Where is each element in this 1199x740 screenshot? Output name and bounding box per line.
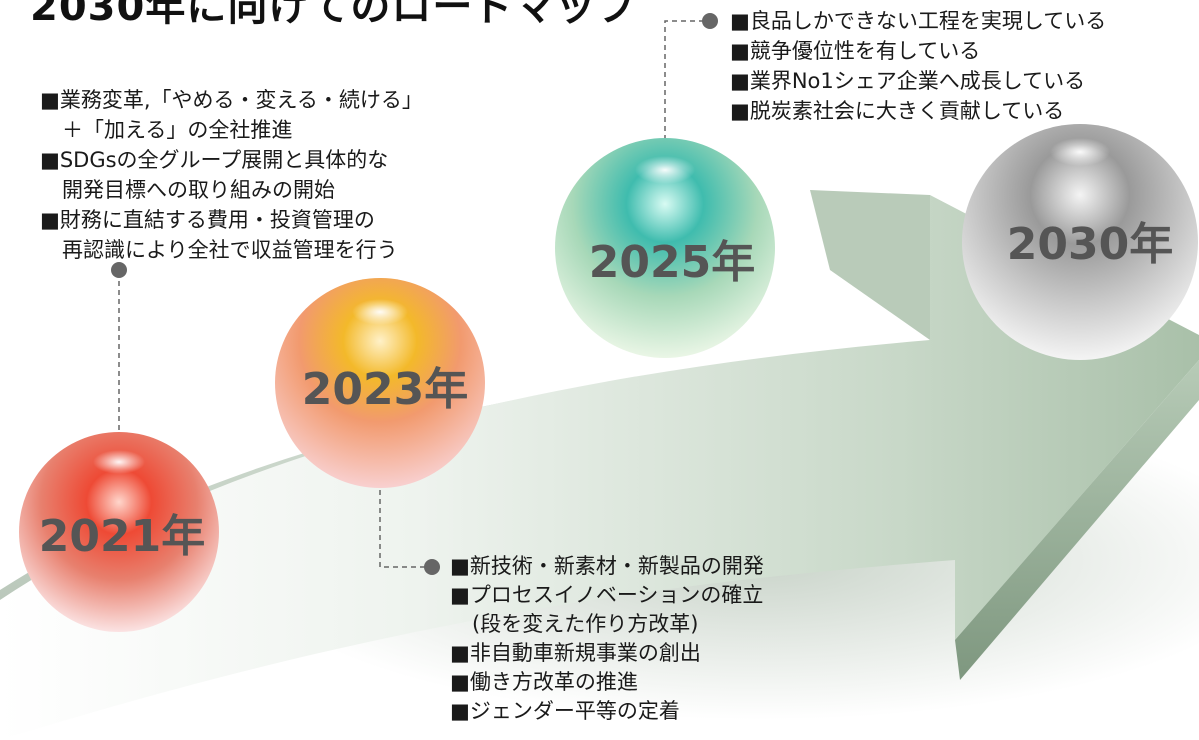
- sphere-2025: [555, 138, 775, 358]
- connector-2025: [664, 13, 718, 140]
- year-label-2021: 2021年: [38, 511, 206, 562]
- connector-2023: [379, 490, 440, 575]
- milestone-2021-items: ■業務変革,「やめる・変える・続ける」 ＋「加える」の全社推進 ■SDGsの全グ…: [40, 85, 423, 265]
- sphere-2023: [275, 278, 485, 488]
- milestone-item: ■働き方改革の推進: [450, 670, 638, 694]
- milestone-item: ■財務に直結する費用・投資管理の: [40, 208, 375, 232]
- milestone-item: 再認識により全社で収益管理を行う: [62, 238, 398, 262]
- milestone-item: ■良品しかできない工程を実現している: [730, 9, 1107, 33]
- milestone-item: ■業界No1シェア企業へ成長している: [730, 69, 1086, 93]
- year-label-2025: 2025年: [588, 237, 756, 288]
- milestone-item: (段を変えた作り方改革): [472, 612, 699, 636]
- milestone-item: ■SDGsの全グループ展開と具体的な: [40, 148, 389, 172]
- milestone-2025-items: ■良品しかできない工程を実現している ■競争優位性を有している ■業界No1シェ…: [730, 6, 1106, 126]
- sphere-2030: [962, 124, 1198, 360]
- milestone-item: ■競争優位性を有している: [730, 39, 981, 63]
- year-label-2030: 2030年: [1006, 219, 1174, 270]
- arrow-head-flange: [810, 190, 930, 340]
- milestone-item: ■非自動車新規事業の創出: [450, 641, 701, 665]
- sphere-2021: [19, 432, 219, 632]
- milestone-item: ＋「加える」の全社推進: [62, 118, 293, 142]
- diagram-title: 2030年に向けてのロードマップ: [30, 0, 638, 30]
- milestone-item: ■ジェンダー平等の定着: [450, 699, 680, 723]
- year-label-2023: 2023年: [301, 364, 469, 415]
- milestone-item: 開発目標への取り組みの開始: [62, 178, 335, 202]
- milestone-2023-items: ■新技術・新素材・新製品の開発 ■プロセスイノベーションの確立 (段を変えた作り…: [450, 552, 764, 726]
- milestone-item: ■脱炭素社会に大きく貢献している: [730, 99, 1065, 123]
- arrow-head-side: [955, 360, 1199, 680]
- connector-2021: [111, 262, 127, 442]
- milestone-item: ■新技術・新素材・新製品の開発: [450, 554, 764, 578]
- milestone-item: ■プロセスイノベーションの確立: [450, 583, 764, 607]
- arrow-body: [0, 195, 1199, 740]
- milestone-item: ■業務変革,「やめる・変える・続ける」: [40, 88, 423, 112]
